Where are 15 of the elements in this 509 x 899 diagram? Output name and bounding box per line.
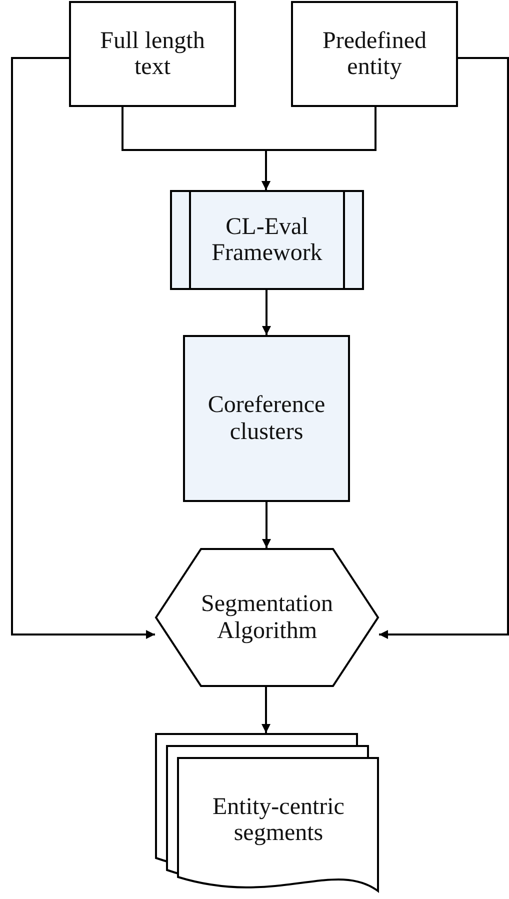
arrow (262, 290, 271, 335)
node-label: Entity-centric segments (212, 794, 346, 846)
node-label: Segmentation Algorithm (200, 591, 334, 644)
arrow (262, 502, 271, 548)
arrow (11, 57, 155, 639)
node-label: CL-Eval Framework (210, 214, 324, 266)
arrow (262, 687, 270, 733)
node-label: Predefined entity (322, 28, 428, 80)
arrow (379, 57, 509, 639)
process-box (183, 335, 350, 502)
node-label: Coreference clusters (206, 392, 326, 445)
process-box (69, 1, 236, 107)
node-label: Full length text (99, 28, 206, 80)
arrow (262, 107, 376, 190)
process-box (291, 1, 458, 107)
